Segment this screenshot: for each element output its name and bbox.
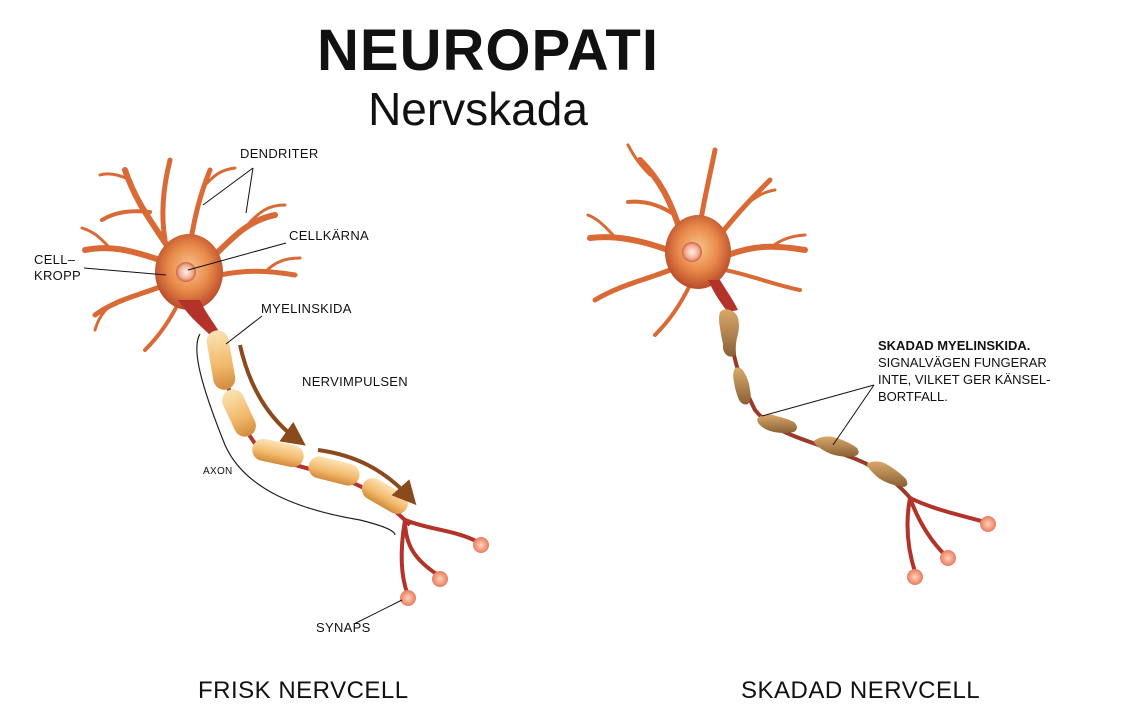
damaged-note-title: SKADAD MYELINSKIDA. xyxy=(878,338,1031,353)
damaged-myelin-segments xyxy=(719,309,908,487)
damaged-nucleus xyxy=(682,242,702,262)
label-nucleus: CELLKÄRNA xyxy=(289,228,370,243)
damaged-myelin-note: SKADAD MYELINSKIDA. SIGNALVÄGEN FUNGERAR… xyxy=(878,337,1098,405)
label-cell-body-line1: CELL– xyxy=(34,252,76,267)
damaged-note-line3: BORTFALL. xyxy=(878,389,948,404)
leader-dendrites-1 xyxy=(202,167,254,206)
page-title: NEUROPATI xyxy=(317,18,659,83)
healthy-neuron xyxy=(80,157,489,625)
leader-nucleus xyxy=(187,242,287,271)
leader-damaged-2 xyxy=(832,384,875,446)
healthy-nucleus xyxy=(176,262,196,282)
impulse-arrow-1 xyxy=(238,344,306,446)
label-myelin: MYELINSKIDA xyxy=(261,301,352,316)
leader-myelin xyxy=(225,315,263,345)
caption-healthy: FRISK NERVCELL xyxy=(198,677,409,704)
leader-synapse xyxy=(353,599,403,625)
label-synapse: SYNAPS xyxy=(316,620,371,635)
leader-dendrites-2 xyxy=(245,167,254,214)
healthy-synapse-terminals xyxy=(400,537,489,606)
page-subtitle: Nervskada xyxy=(368,83,588,135)
caption-damaged: SKADAD NERVCELL xyxy=(741,677,981,704)
healthy-dendrites xyxy=(80,157,302,352)
damaged-note-line2: INTE, VILKET GER KÄNSEL- xyxy=(878,372,1051,387)
damaged-dendrites xyxy=(586,143,808,337)
damaged-synapse-terminals xyxy=(907,516,996,585)
impulse-arrow-2 xyxy=(317,448,417,506)
healthy-axon-terminals xyxy=(399,518,480,597)
label-cell-body-line2: KROPP xyxy=(34,268,82,283)
damaged-neuron xyxy=(586,143,996,585)
axon-bracket xyxy=(196,333,396,536)
label-axon: AXON xyxy=(203,466,233,477)
damaged-axon-terminals xyxy=(905,496,987,574)
leader-damaged-1 xyxy=(761,384,875,417)
label-impulse: NERVIMPULSEN xyxy=(302,374,408,389)
healthy-myelin-segments xyxy=(206,330,409,514)
leader-cell-body xyxy=(83,267,167,276)
damaged-note-line1: SIGNALVÄGEN FUNGERAR xyxy=(878,355,1047,370)
label-dendrites: DENDRITER xyxy=(240,146,319,161)
